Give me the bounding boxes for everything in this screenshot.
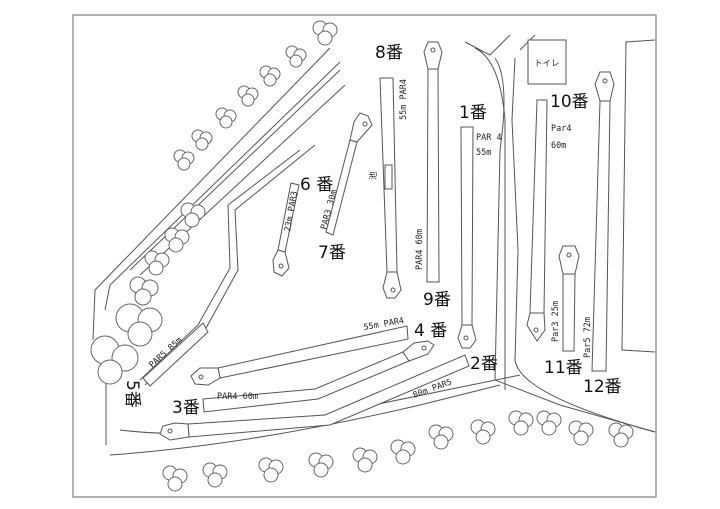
hole-3: 3番 PAR4 60m [172,340,435,418]
hole-1: 1番 PAR 4 55m [457,103,502,349]
hole-6-number: 6 番 [300,175,333,195]
hole-8-number: 8番 [375,43,403,63]
hole-11: 11番 Par3 25m [544,245,583,378]
hole-9-info: PAR4 60m [415,229,425,270]
hole-11-info: Par3 25m [551,301,561,342]
hole-7-number: 7番 [318,243,346,263]
hole-10-par: Par4 [551,124,571,134]
hole-8-info: 55m PAR4 [399,79,409,120]
hole-7: 7番 PAR3 30m [318,112,373,263]
trees [90,20,634,492]
hole-5: 5番 PAR5 85m [122,322,209,408]
hole-10-number: 10番 [550,92,589,112]
hole-2: 2番 80m PAR5 [159,354,498,441]
hole-3-info: PAR4 60m [217,392,258,402]
hole-9: 9番 PAR4 60m [415,41,451,310]
hole-6: 6 番 23m PAR3 [272,175,333,277]
hole-4-number: 4 番 [414,321,447,341]
hole-10: 10番 Par4 60m [526,92,589,342]
hole-8: 池 8番 55m PAR4 [368,43,409,299]
hole-11-number: 11番 [544,358,583,378]
toilet-label: トイレ [534,59,560,69]
hole-12-info: Par5 72m [583,317,593,358]
hole-9-number: 9番 [423,290,451,310]
hole-5-number: 5番 [122,380,142,408]
pond [384,164,393,190]
hole-10-distance: 60m [551,141,566,151]
hole-1-distance: 55m [476,148,491,158]
hole-1-number: 1番 [459,103,487,123]
hole-12-number: 12番 [583,377,622,397]
hole-12: 12番 Par5 72m [583,71,622,397]
hole-3-number: 3番 [172,398,200,418]
toilet-building: トイレ [527,39,567,85]
path-outlines [92,34,656,456]
hole-1-par: PAR 4 [476,133,502,143]
hole-2-number: 2番 [470,354,498,374]
pond-label: 池 [368,171,379,180]
